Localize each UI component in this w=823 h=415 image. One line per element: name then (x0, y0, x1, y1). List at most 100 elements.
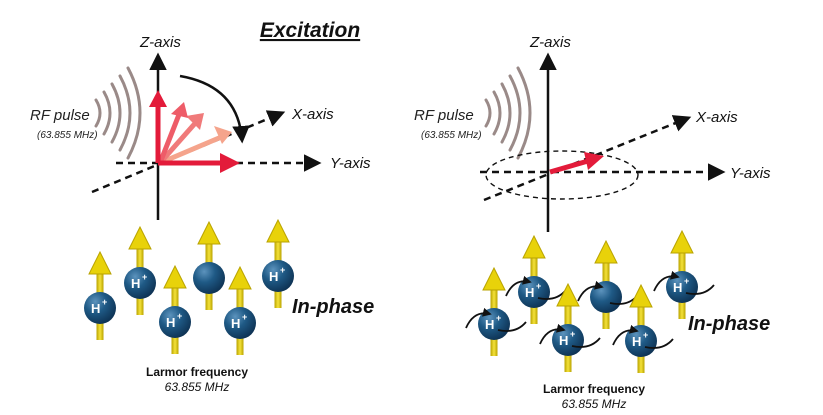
proton-spin (577, 239, 639, 329)
proton-label: H (632, 334, 641, 349)
spin-arrow-shaft (602, 261, 610, 283)
proton-sphere (159, 306, 191, 338)
precession-arrow-icon (505, 275, 532, 297)
left-x-axis-label: X-axis (291, 106, 334, 123)
spin-arrow-shaft (530, 256, 538, 278)
precession-arc (497, 321, 527, 332)
spin-arrow-head (594, 239, 618, 264)
vector-longitudinal-head (149, 90, 167, 107)
spin-arrow-tail (564, 354, 572, 372)
proton-label: H (485, 317, 494, 332)
diagram-title: Excitation (260, 19, 360, 42)
proton-spin: H+ (505, 234, 567, 324)
right-larmor-title: Larmor frequency (543, 382, 645, 396)
spin-arrow-tail (490, 338, 498, 356)
proton-spin: H+ (465, 266, 527, 356)
proton-label: H (91, 301, 100, 316)
spin-arrow-head (163, 264, 187, 289)
vector-transverse-head (220, 153, 240, 173)
vector-tipped-near (157, 111, 183, 164)
proton-charge: + (536, 281, 541, 291)
spin-arrow-tail (602, 311, 610, 329)
spin-arrow-tail (96, 322, 104, 340)
left-phase-label: In-phase (292, 296, 374, 318)
vector-tipped-mid-head (186, 113, 204, 130)
right-rf-pulse-label: RF pulse (414, 107, 474, 124)
precession-arrow-icon (465, 307, 492, 329)
precession-arc (644, 338, 674, 349)
left-panel: RF pulse (63.855 MHz) Z-axis X-axis Y-ax… (30, 34, 374, 394)
proton-spin: H+ (84, 250, 116, 340)
proton-label: H (673, 280, 682, 295)
spin-arrow-head (128, 225, 152, 250)
spin-arrow-tail (171, 336, 179, 354)
proton-label: H (166, 315, 175, 330)
spin-arrow-tail (136, 297, 144, 315)
left-larmor-frequency: 63.855 MHz (165, 380, 230, 394)
right-proton-group: H+H+H+H+H+ (465, 229, 715, 373)
proton-charge: + (684, 276, 689, 286)
spin-arrow-tail (637, 355, 645, 373)
right-x-axis-label: X-axis (695, 109, 738, 126)
left-y-axis-label: Y-axis (330, 155, 371, 172)
spin-arrow-shaft (236, 287, 244, 309)
spin-arrow-head (197, 220, 221, 245)
right-phase-label: In-phase (688, 313, 770, 335)
left-rf-pulse-frequency: (63.855 MHz) (37, 130, 98, 141)
left-rotation-arc (179, 74, 250, 144)
proton-spin: H+ (224, 265, 256, 355)
proton-spin: H+ (653, 229, 715, 319)
spin-arrow-head (556, 282, 580, 307)
proton-label: H (231, 316, 240, 331)
precession-arc (685, 284, 715, 295)
left-rf-pulse-label: RF pulse (30, 107, 90, 124)
left-magnetization-vectors (149, 90, 240, 173)
spin-arrow-shaft (637, 305, 645, 327)
proton-sphere (84, 292, 116, 324)
right-rf-wave-icon (484, 66, 532, 160)
proton-charge: + (643, 330, 648, 340)
proton-spin: H+ (159, 264, 191, 354)
spin-arrow-shaft (96, 272, 104, 294)
precession-arrow-icon (653, 270, 680, 292)
spin-arrow-head (670, 229, 694, 254)
vector-tipped-mid (158, 118, 200, 165)
vector-tipped-far (159, 132, 227, 166)
proton-spin (193, 220, 225, 310)
spin-arrow-tail (205, 292, 213, 310)
spin-arrow-shaft (274, 240, 282, 262)
vector-tipped-far-head (214, 126, 232, 144)
proton-charge: + (570, 329, 575, 339)
spin-arrow-shaft (136, 247, 144, 269)
proton-sphere (124, 267, 156, 299)
right-transverse-vector (549, 152, 604, 175)
spin-arrow-shaft (678, 251, 686, 273)
spin-arrow-head (482, 266, 506, 291)
proton-charge: + (496, 313, 501, 323)
right-z-axis-label: Z-axis (529, 34, 571, 51)
precession-arrow-icon (612, 324, 639, 346)
spin-arrow-shaft (490, 288, 498, 310)
proton-charge: + (142, 272, 147, 282)
right-y-axis-label: Y-axis (730, 165, 771, 182)
left-z-axis-label: Z-axis (139, 34, 181, 51)
proton-spin: H+ (539, 282, 601, 372)
spin-arrow-head (629, 283, 653, 308)
spin-arrow-head (88, 250, 112, 275)
right-precession-ellipse (485, 150, 639, 200)
spin-arrow-tail (530, 306, 538, 324)
proton-sphere (262, 260, 294, 292)
vector-tipped-near-head (171, 102, 188, 118)
proton-charge: + (242, 312, 247, 322)
right-larmor-frequency: 63.855 MHz (562, 397, 627, 411)
precession-arrow-icon (539, 323, 566, 345)
spin-arrow-shaft (564, 304, 572, 326)
proton-sphere (224, 307, 256, 339)
spin-arrow-shaft (171, 286, 179, 308)
spin-arrow-head (522, 234, 546, 259)
proton-spin: H+ (612, 283, 674, 373)
proton-charge: + (177, 311, 182, 321)
proton-charge: + (280, 265, 285, 275)
precession-arrow-icon (577, 280, 604, 302)
